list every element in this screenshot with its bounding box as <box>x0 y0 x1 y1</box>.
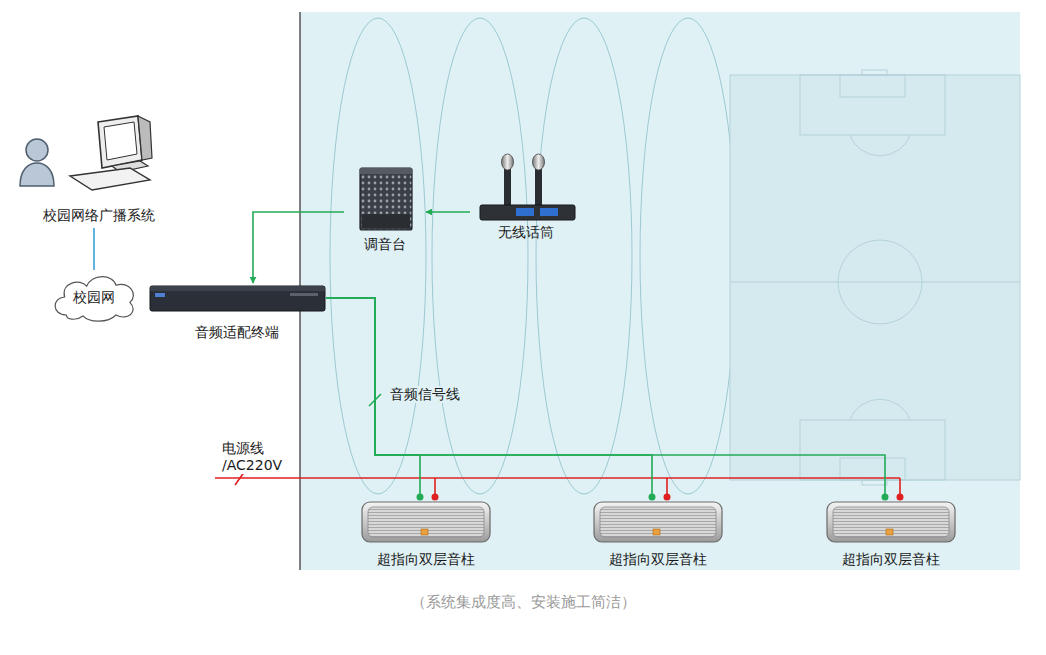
sports-field <box>330 18 426 494</box>
node-label: 超指向双层音柱 <box>377 551 475 568</box>
sports-field <box>300 12 1020 570</box>
wireless-mic-device <box>504 168 511 206</box>
wire-label: 电源线 /AC220V <box>220 440 298 474</box>
mixer-device <box>360 168 412 230</box>
sports-field <box>730 282 1020 283</box>
speaker-node: 超指向双层音柱 <box>358 497 494 572</box>
user-icon <box>26 139 48 161</box>
sports-field <box>800 420 945 480</box>
sports-field <box>800 75 945 135</box>
adapter-terminal-device <box>155 293 165 297</box>
network-cloud: 校园网 <box>48 270 140 324</box>
connector <box>426 211 470 213</box>
adapter-terminal-device <box>150 286 325 311</box>
microphone-node: 无线话筒 <box>470 150 582 245</box>
speaker-node: 超指向双层音柱 <box>823 497 959 572</box>
wireless-mic-device <box>533 154 545 170</box>
node-label: 超指向双层音柱 <box>609 551 707 568</box>
power-wire <box>664 494 671 501</box>
computer-icon <box>70 116 152 190</box>
adapter-terminal-device <box>150 286 325 291</box>
sports-field <box>838 240 922 324</box>
sports-field <box>300 12 1020 570</box>
speaker-node: 超指向双层音柱 <box>590 497 726 572</box>
power-wire <box>215 477 900 479</box>
mixer-device <box>360 168 412 230</box>
sports-field <box>862 480 887 485</box>
sports-field <box>840 458 905 480</box>
mixer-device <box>360 168 412 174</box>
sports-field <box>432 18 528 494</box>
connector <box>253 212 344 283</box>
connector <box>93 228 95 270</box>
sports-field <box>850 399 910 420</box>
caption: （系统集成度高、安装施工简洁） <box>0 593 1046 612</box>
adapter-terminal-device <box>150 286 325 311</box>
broadcast-system-node: 校园网络广播系统 <box>28 112 170 228</box>
sports-field <box>640 18 736 494</box>
node-label: 超指向双层音柱 <box>842 551 940 568</box>
power-wire <box>215 471 904 501</box>
wireless-mic-device <box>480 205 575 220</box>
computer-icon <box>138 116 152 160</box>
power-wire <box>897 494 904 501</box>
edge-label: 音频信号线 <box>388 386 462 403</box>
connector <box>326 298 885 497</box>
wireless-mic-device <box>516 208 534 216</box>
computer-icon <box>98 116 142 168</box>
wireless-mic-device <box>502 154 514 170</box>
wireless-mic-device <box>540 208 558 216</box>
user-icon <box>20 163 54 186</box>
audio-terminal-node: 音频适配终端 <box>148 283 326 345</box>
sports-field <box>850 135 910 156</box>
wireless-mic-device <box>480 154 575 220</box>
node-label: 校园网络广播系统 <box>43 207 155 224</box>
speaker-images <box>362 502 955 542</box>
speaker-images <box>362 502 490 542</box>
speaker-images <box>594 502 722 542</box>
computer-icon <box>70 168 150 190</box>
sports-field <box>730 75 1020 480</box>
sports-field <box>862 70 887 75</box>
sports-field <box>840 75 905 97</box>
mixer-node: 调音台 <box>344 163 426 257</box>
computer-icon <box>104 122 137 160</box>
power-wire <box>432 494 439 501</box>
node-label: 无线话筒 <box>498 224 554 241</box>
sports-field <box>536 18 632 494</box>
user-icon <box>20 139 54 186</box>
node-label: 校园网 <box>73 289 115 306</box>
cloud-outline <box>55 277 133 322</box>
speaker-images <box>827 502 955 542</box>
adapter-terminal-device <box>290 293 318 296</box>
node-label: 调音台 <box>364 236 406 253</box>
mixer-device <box>362 214 410 228</box>
node-label: 音频适配终端 <box>195 324 279 341</box>
wireless-mic-device <box>535 168 542 206</box>
signal-wire-marks <box>369 394 889 501</box>
